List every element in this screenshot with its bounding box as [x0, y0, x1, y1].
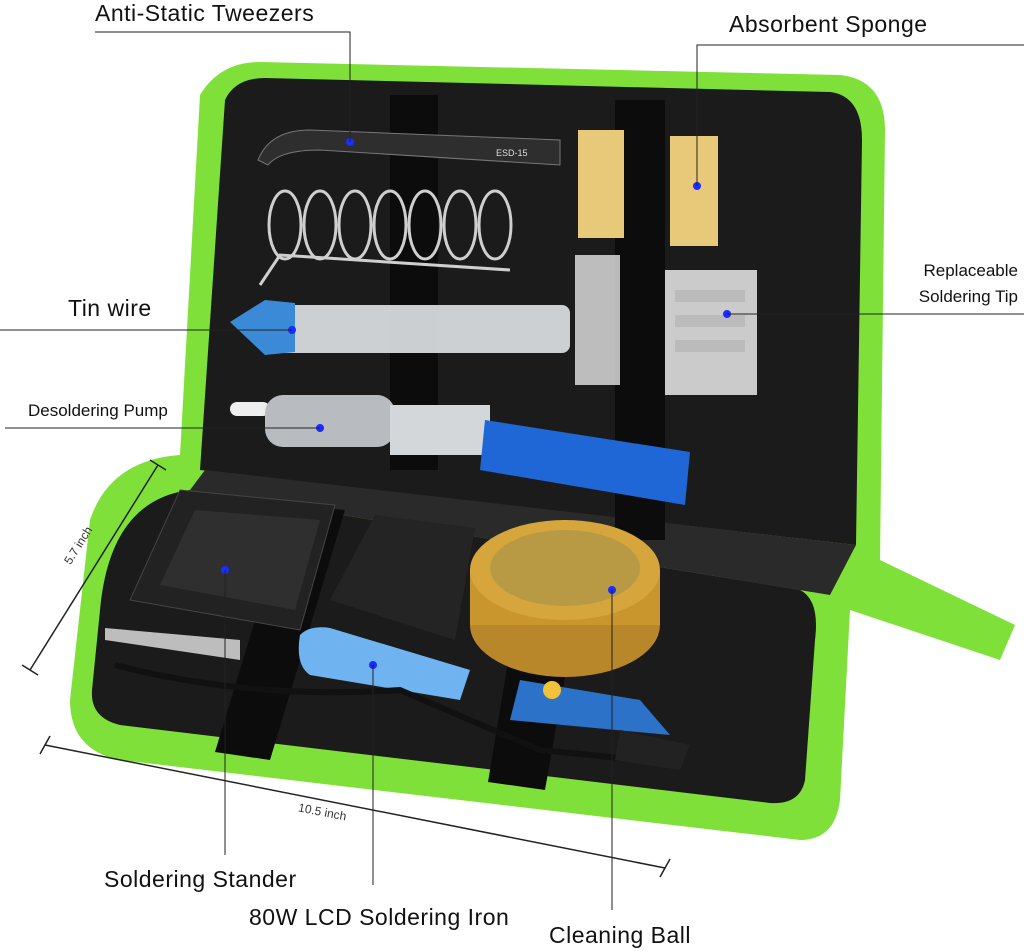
tin-wire-tube: [230, 300, 570, 355]
soldering-tips-bag: [575, 255, 757, 395]
label-sponge: Absorbent Sponge: [729, 11, 928, 37]
soldering-iron: [105, 627, 690, 770]
cleaning-ball-tin: [470, 520, 660, 677]
tweezers-marking: ESD-15: [496, 148, 528, 158]
sponge-left: [578, 130, 624, 238]
label-tip-line1: Replaceable: [923, 261, 1018, 280]
leader-lines: [0, 31, 1024, 910]
label-tin-wire: Tin wire: [68, 295, 152, 321]
tweezers: ESD-15: [257, 129, 561, 166]
label-tweezers: Anti-Static Tweezers: [95, 0, 315, 26]
desoldering-pump: [230, 395, 690, 505]
spring-holder: [258, 189, 513, 286]
sponge-right: [670, 136, 718, 246]
soldering-stand: [129, 489, 475, 640]
dimension-lines: [21, 459, 671, 878]
label-iron: 80W LCD Soldering Iron: [249, 904, 510, 930]
label-tip-line2: Soldering Tip: [918, 287, 1018, 306]
label-stander: Soldering Stander: [104, 866, 297, 892]
label-cleaning-ball: Cleaning Ball: [549, 922, 692, 948]
label-pump: Desoldering Pump: [28, 401, 168, 420]
